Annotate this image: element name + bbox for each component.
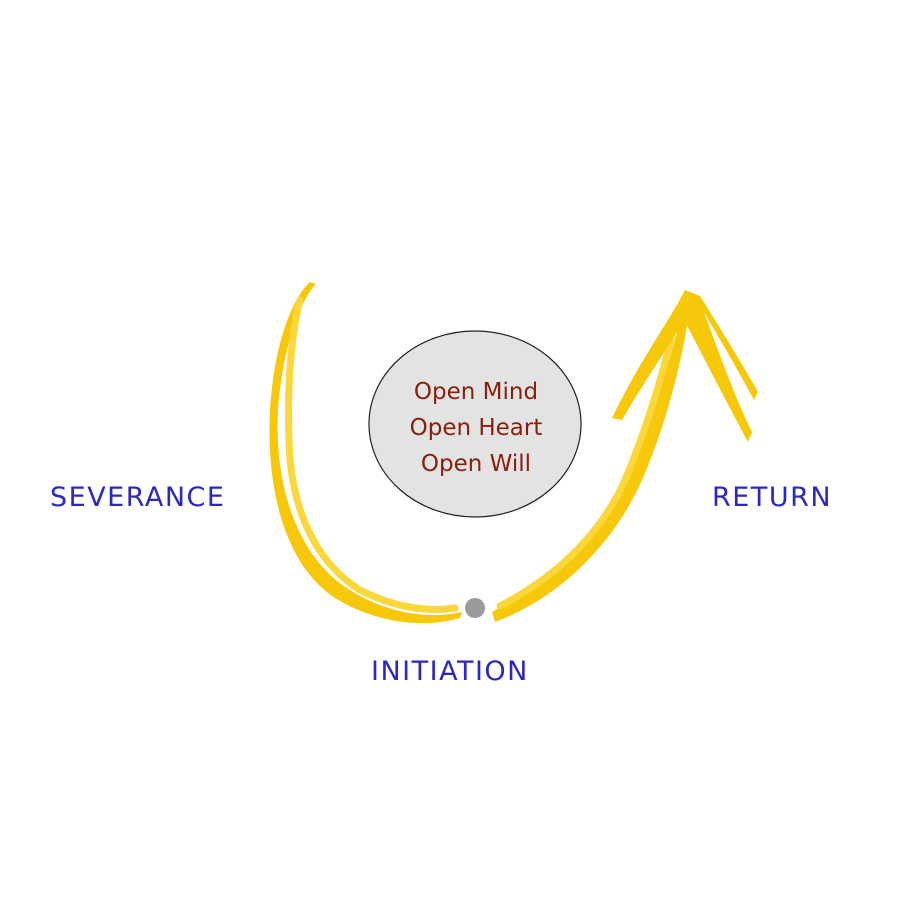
arrow-head xyxy=(612,290,758,442)
initiation-dot xyxy=(465,598,485,618)
ascending-arrow-stroke xyxy=(492,290,758,622)
stage-label-initiation: INITIATION xyxy=(371,656,529,687)
right-brush-stroke-streak xyxy=(496,331,676,610)
center-circle-text: Open Mind Open Heart Open Will xyxy=(370,374,582,482)
stage-label-severance: SEVERANCE xyxy=(50,482,226,513)
stage-label-return: RETURN xyxy=(712,482,833,513)
center-line-open-will: Open Will xyxy=(420,451,532,477)
center-line-open-heart: Open Heart xyxy=(409,415,543,441)
center-line-open-mind: Open Mind xyxy=(413,379,539,405)
left-brush-stroke-streak xyxy=(284,296,459,613)
center-circle xyxy=(368,330,582,518)
descending-arrow-stroke xyxy=(269,282,462,624)
